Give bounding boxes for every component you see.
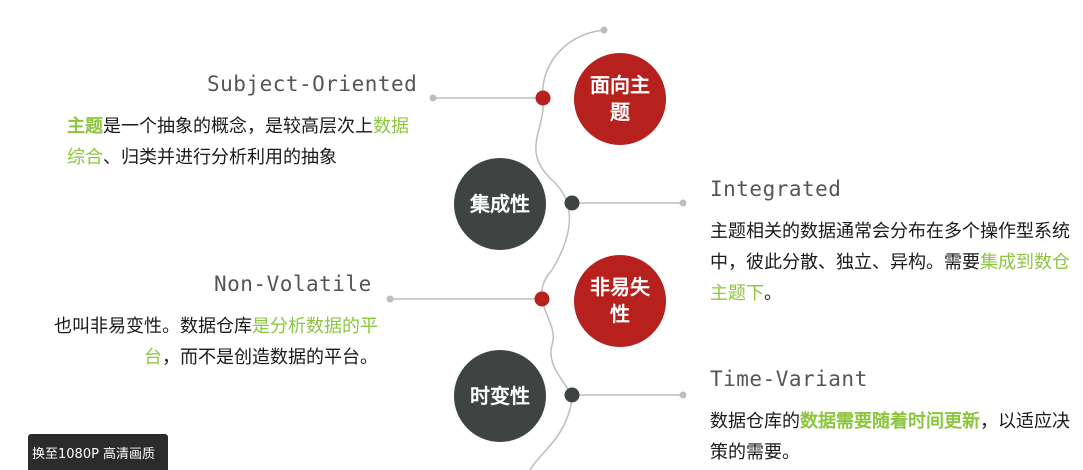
title-integrated: Integrated [710, 177, 842, 201]
circle-non-volatile: 非易失性 [574, 255, 666, 347]
connector-integrated-end-dot [679, 199, 687, 207]
circle-integrated: 集成性 [454, 158, 546, 250]
circle-label-nonvolatile: 非易失性 [590, 275, 650, 326]
circle-label-timevariant: 时变性 [470, 383, 530, 408]
desc-time-variant: 数据仓库的数据需要随着时间更新，以适应决策的需要。 [710, 406, 1075, 468]
connector-timevariant-end-dot [679, 391, 687, 399]
desc-part: ，而不是创造数据的平台。 [162, 347, 378, 368]
circle-time-variant: 时变性 [454, 350, 546, 442]
circle-subject-oriented: 面向主题 [574, 53, 666, 145]
desc-part: 也叫非易变性。数据仓库 [54, 316, 252, 337]
title-non-volatile: Non-Volatile [214, 272, 372, 296]
desc-subject-oriented: 主题是一个抽象的概念，是较高层次上数据综合、归类并进行分析利用的抽象 [67, 111, 412, 173]
connector-nonvolatile-end-dot [386, 295, 394, 303]
quality-switch-label: 换至1080P 高清画质 [32, 446, 156, 462]
desc-part: 数据仓库的 [710, 411, 800, 432]
connector-timevariant-node-dot [564, 387, 580, 403]
desc-part: 。 [764, 283, 782, 304]
desc-part: 数据需要随着时间更新 [800, 411, 980, 432]
connector-subject-node-dot [535, 90, 551, 106]
desc-part: 是分析数据的平台 [144, 316, 378, 368]
desc-part: 主题相关的数据通常会分布在多个操作型系统中，彼此分散、独立、异构。需要 [710, 221, 1070, 273]
desc-part: 是一个抽象的概念，是较高层次上 [103, 116, 373, 137]
desc-non-volatile: 也叫非易变性。数据仓库是分析数据的平台，而不是创造数据的平台。 [48, 311, 378, 373]
desc-integrated: 主题相关的数据通常会分布在多个操作型系统中，彼此分散、独立、异构。需要集成到数仓… [710, 216, 1075, 309]
desc-part: ，以适应决策的需要。 [710, 411, 1070, 463]
title-subject-oriented: Subject-Oriented [207, 72, 418, 96]
desc-part: 数据综合 [67, 116, 409, 168]
title-time-variant: Time-Variant [710, 367, 868, 391]
circle-label-subject: 面向主题 [590, 73, 650, 124]
desc-part: 集成到数仓主题下 [710, 252, 1070, 304]
circle-label-integrated: 集成性 [470, 191, 530, 216]
desc-part: 主题 [67, 116, 103, 137]
desc-part: 、归类并进行分析利用的抽象 [103, 147, 337, 168]
connector-subject-end-dot [429, 94, 437, 102]
connector-integrated-node-dot [564, 195, 580, 211]
spine-top-dot [600, 26, 608, 34]
quality-switch-overlay[interactable]: 换至1080P 高清画质 [28, 434, 168, 470]
connector-nonvolatile-node-dot [534, 291, 550, 307]
